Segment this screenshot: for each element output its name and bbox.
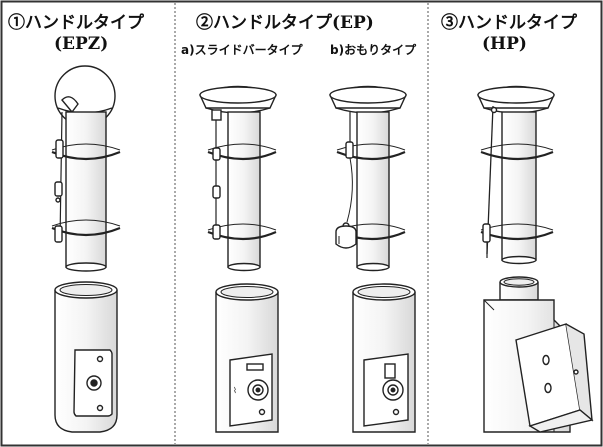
panel-2a-upper-assembly — [199, 85, 277, 272]
panel-1-title: ①ハンドルタイプ — [8, 13, 144, 33]
svg-text:⌇: ⌇ — [233, 386, 237, 395]
panel-3-lower-bracket — [483, 276, 594, 433]
panel-1-lower-pole — [54, 281, 118, 433]
panel-2-title: ②ハンドルタイプ(EP) — [196, 13, 374, 33]
panel-3-upper-assembly — [477, 85, 555, 265]
panel-1-upper-assembly — [51, 65, 121, 272]
panel-2a-subtitle: a)スライドバータイプ — [181, 43, 303, 57]
upper-pole — [65, 111, 107, 268]
panel-1-subtitle: (EPZ) — [54, 34, 109, 54]
panel-3-subtitle: (HP) — [482, 34, 527, 54]
panel-2b-upper-assembly — [329, 85, 407, 272]
panel-2b-subtitle: b)おもりタイプ — [330, 43, 417, 57]
panel-3-title: ③ハンドルタイプ — [441, 13, 577, 33]
panel-2a-lower-pole: ⌇ — [215, 283, 279, 433]
panel-2b-lower-pole — [352, 283, 416, 433]
